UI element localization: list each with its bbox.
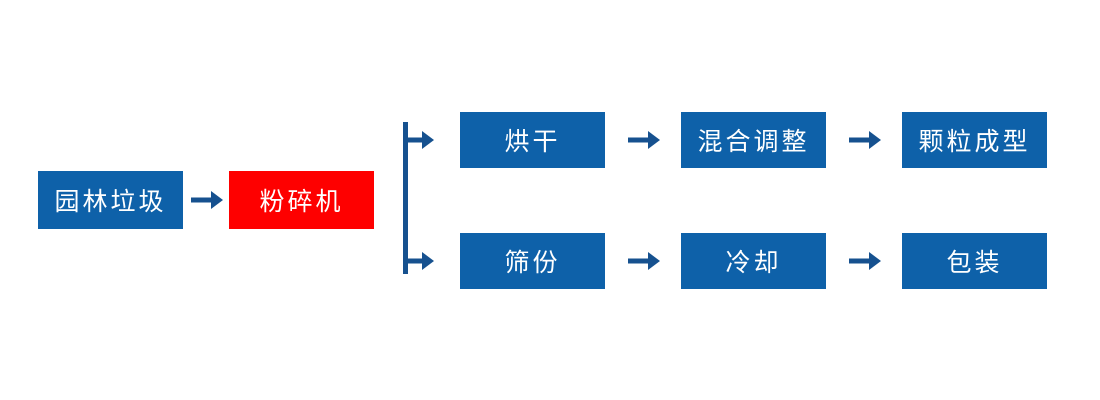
right-arrow-icon (847, 248, 881, 274)
branch-arrow-top-icon (403, 127, 434, 153)
step-box-drying: 烘干 (460, 112, 605, 168)
arrow-stem (403, 137, 424, 143)
branch-bracket-line (403, 122, 408, 274)
right-arrow-icon (189, 187, 223, 213)
step-box-pellet-forming: 颗粒成型 (902, 112, 1047, 168)
arrow-head (648, 252, 660, 270)
arrow-stem (849, 258, 871, 264)
right-arrow-icon (847, 127, 881, 153)
step-box-garden-waste: 园林垃圾 (38, 171, 183, 229)
branch-top-row: 烘干 混合调整 颗粒成型 (460, 112, 1047, 168)
arrow-head (211, 191, 223, 209)
step-box-packing: 包装 (902, 233, 1047, 289)
arrow-head (648, 131, 660, 149)
right-arrow-icon (626, 127, 660, 153)
step-box-crusher: 粉碎机 (229, 171, 374, 229)
branch-arrow-bottom-icon (403, 248, 434, 274)
arrow-stem (849, 137, 871, 143)
step-box-cooling: 冷却 (681, 233, 826, 289)
step-box-sieving: 筛份 (460, 233, 605, 289)
arrow-stem (628, 258, 650, 264)
arrow-head (869, 252, 881, 270)
arrow-stem (628, 137, 650, 143)
right-arrow-icon (626, 248, 660, 274)
input-flow-row: 园林垃圾 粉碎机 (38, 171, 374, 229)
arrow-head (422, 252, 434, 270)
arrow-head (869, 131, 881, 149)
arrow-stem (191, 197, 213, 203)
arrow-stem (403, 258, 424, 264)
branch-bottom-row: 筛份 冷却 包装 (460, 233, 1047, 289)
step-box-mix-adjust: 混合调整 (681, 112, 826, 168)
arrow-head (422, 131, 434, 149)
